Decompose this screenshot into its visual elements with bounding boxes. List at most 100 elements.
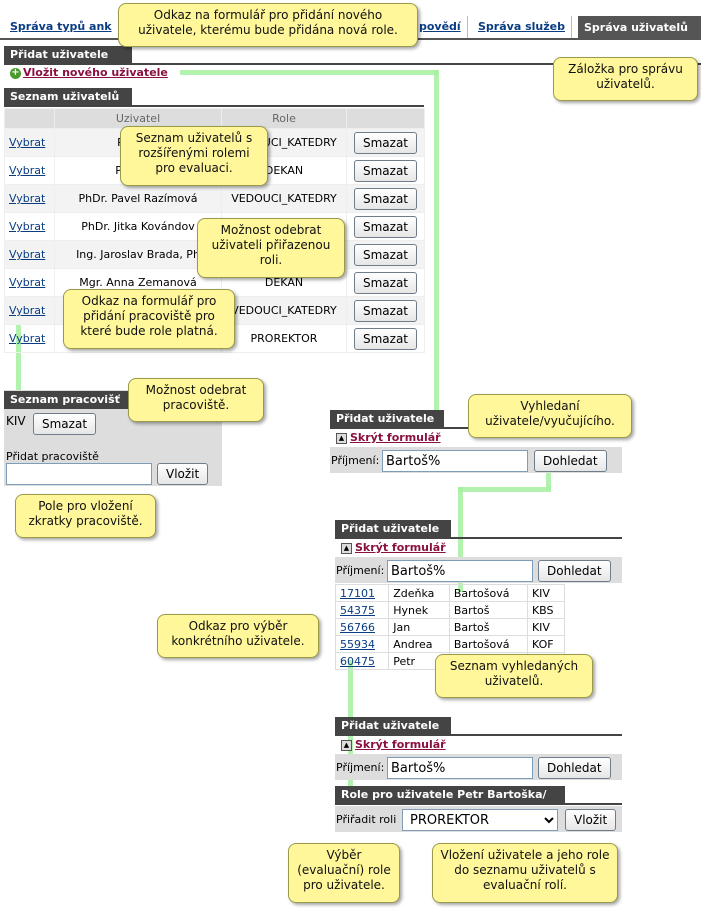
result-first-name: Petr	[388, 652, 450, 670]
select-cell: Vybrat	[4, 128, 55, 157]
delete-role-button[interactable]: Smazat	[353, 215, 418, 238]
select-cell: Vybrat	[4, 156, 55, 185]
hide-form-row: ▲Skrýt formulář	[336, 431, 441, 444]
callout-select-user: Odkaz pro výběr konkrétního uživatele.	[157, 614, 319, 658]
divider	[4, 105, 424, 107]
divider	[335, 537, 622, 539]
tab-users[interactable]: Správa uživatelů	[578, 16, 701, 40]
user-name: PhDr. Jitka Kovándov	[54, 212, 222, 241]
result-last-name: Bartošová	[448, 635, 528, 653]
result-id: 56766	[334, 618, 390, 636]
search-form-1-header: Přidat uživatele	[330, 410, 444, 428]
action-cell: Smazat	[346, 212, 425, 241]
callout-role-select: Výběr (evaluační) role pro uživatele.	[288, 843, 400, 903]
divider	[335, 803, 622, 805]
role-select[interactable]: PROREKTOR	[402, 809, 558, 831]
result-last-name: Bartošová	[448, 584, 528, 602]
select-cell: Vybrat	[4, 240, 55, 269]
collapse-icon[interactable]: ▲	[336, 432, 347, 444]
delete-role-button[interactable]: Smazat	[353, 131, 418, 154]
select-result-link[interactable]: 60475	[340, 654, 375, 668]
hide-form-link[interactable]: Skrýt formulář	[355, 541, 446, 554]
hide-form-row: ▲Skrýt formulář	[341, 738, 446, 751]
select-user-link[interactable]: Vybrat	[9, 192, 46, 205]
action-cell: Smazat	[346, 156, 425, 185]
result-first-name: Zdeňka	[388, 584, 450, 602]
col-select	[4, 108, 55, 129]
action-cell: Smazat	[346, 128, 425, 157]
workplace-delete-button[interactable]: Smazat	[33, 413, 97, 435]
connector-line	[180, 70, 438, 75]
user-list-header: Seznam uživatelů	[4, 88, 132, 106]
insert-user-button[interactable]: Vložit	[565, 809, 617, 831]
surname-label: Příjmení:	[336, 761, 385, 774]
collapse-icon[interactable]: ▲	[341, 739, 352, 751]
action-cell: Smazat	[346, 184, 425, 213]
result-dept: KIV	[526, 618, 566, 636]
search-button[interactable]: Dohledat	[538, 757, 611, 779]
tab-services[interactable]: Správa služeb	[472, 16, 572, 38]
delete-role-button[interactable]: Smazat	[353, 327, 418, 350]
select-user-link[interactable]: Vybrat	[9, 332, 46, 345]
select-cell: Vybrat	[4, 212, 55, 241]
role-for-user-header: Role pro uživatele Petr Bartoška/	[335, 786, 565, 804]
workplace-code: KIV	[6, 414, 26, 428]
delete-role-button[interactable]: Smazat	[353, 299, 418, 322]
tab-bar: Správa typů ank povědí Správa služeb Spr…	[0, 16, 701, 40]
connector-line	[546, 468, 551, 490]
surname-input[interactable]	[387, 757, 533, 779]
result-last-name: Bartoš	[448, 601, 528, 619]
workplace-input[interactable]	[6, 463, 152, 485]
hide-form-row: ▲Skrýt formulář	[341, 541, 446, 554]
hide-form-link[interactable]: Skrýt formulář	[355, 738, 446, 751]
delete-role-button[interactable]: Smazat	[353, 159, 418, 182]
delete-role-button[interactable]: Smazat	[353, 243, 418, 266]
collapse-icon[interactable]: ▲	[341, 542, 352, 554]
result-id: 17101	[334, 584, 390, 602]
hide-form-link[interactable]: Skrýt formulář	[350, 431, 441, 444]
connector-line	[458, 487, 551, 492]
action-cell: Smazat	[346, 324, 425, 353]
select-user-link[interactable]: Vybrat	[9, 276, 46, 289]
select-user-link[interactable]: Vybrat	[9, 248, 46, 261]
workplace-header: Seznam pracovišť	[4, 391, 134, 409]
surname-label: Příjmení:	[331, 454, 380, 467]
result-first-name: Andrea	[388, 635, 450, 653]
callout-workplace-input: Pole pro vložení zkratky pracoviště.	[15, 494, 156, 538]
select-user-link[interactable]: Vybrat	[9, 220, 46, 233]
add-new-user-link[interactable]: Vložit nového uživatele	[23, 66, 168, 79]
result-first-name: Hynek	[388, 601, 450, 619]
select-result-link[interactable]: 56766	[340, 620, 375, 634]
select-user-link[interactable]: Vybrat	[9, 136, 46, 149]
search-form-3-header: Přidat uživatele	[335, 717, 451, 735]
select-result-link[interactable]: 17101	[340, 586, 375, 600]
tab-answers[interactable]: povědí	[412, 16, 468, 38]
surname-input[interactable]	[387, 560, 533, 582]
delete-role-button[interactable]: Smazat	[353, 187, 418, 210]
search-button[interactable]: Dohledat	[534, 450, 607, 472]
action-cell: Smazat	[346, 296, 425, 325]
connector-line	[458, 487, 463, 592]
result-dept: KOF	[526, 635, 566, 653]
select-user-link[interactable]: Vybrat	[9, 304, 46, 317]
action-cell: Smazat	[346, 240, 425, 269]
divider	[335, 734, 622, 736]
tab-survey-types[interactable]: Správa typů ank	[4, 16, 119, 38]
workplace-insert-button[interactable]: Vložit	[157, 463, 209, 485]
callout-tab: Záložka pro správu uživatelů.	[553, 57, 698, 101]
surname-input[interactable]	[382, 450, 528, 472]
select-result-link[interactable]: 54375	[340, 603, 375, 617]
select-user-link[interactable]: Vybrat	[9, 164, 46, 177]
delete-role-button[interactable]: Smazat	[353, 271, 418, 294]
search-button[interactable]: Dohledat	[538, 560, 611, 582]
callout-delete-role: Možnost odebrat uživateli přiřazenou rol…	[197, 218, 345, 278]
user-role: VEDOUCI_KATEDRY	[221, 296, 347, 325]
result-id: 55934	[334, 635, 390, 653]
divider	[4, 63, 701, 65]
select-result-link[interactable]: 55934	[340, 637, 375, 651]
